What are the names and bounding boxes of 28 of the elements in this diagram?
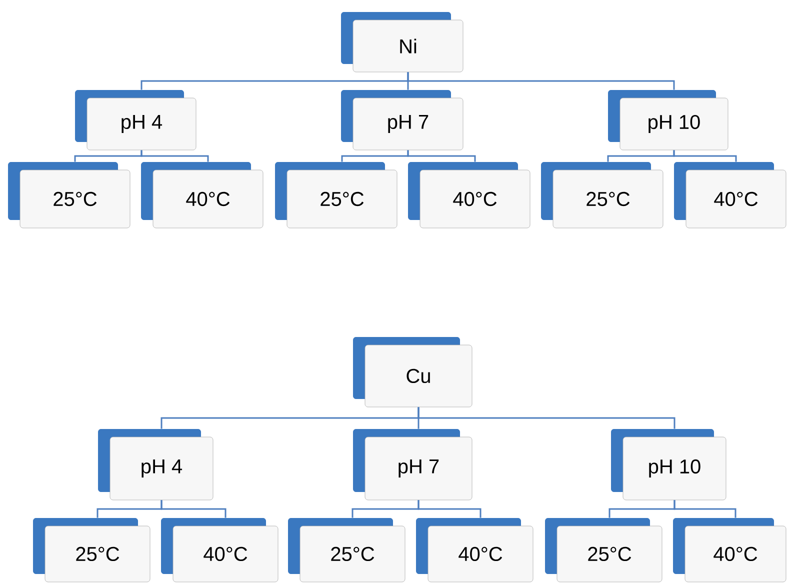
box: 25°C bbox=[288, 518, 406, 582]
box: pH 4 bbox=[75, 90, 196, 150]
box: pH 4 bbox=[98, 429, 214, 500]
box: 40°C bbox=[674, 162, 786, 228]
box: Ni bbox=[341, 12, 464, 72]
connector bbox=[674, 500, 736, 518]
box: 40°C bbox=[408, 162, 530, 228]
box: pH 10 bbox=[608, 90, 728, 150]
connector bbox=[160, 500, 226, 518]
box: pH 7 bbox=[353, 429, 472, 500]
connector bbox=[418, 407, 676, 429]
box: pH 7 bbox=[341, 90, 464, 150]
box: 40°C bbox=[161, 518, 278, 582]
connector bbox=[407, 72, 675, 90]
box: 25°C bbox=[545, 518, 662, 582]
box: 40°C bbox=[416, 518, 534, 582]
box: 40°C bbox=[673, 518, 786, 582]
connector bbox=[673, 150, 737, 162]
connector bbox=[407, 150, 476, 162]
box: pH 10 bbox=[611, 429, 726, 500]
box: Cu bbox=[353, 336, 472, 408]
connector bbox=[140, 150, 209, 162]
connector bbox=[418, 500, 482, 518]
box: 25°C bbox=[8, 162, 130, 228]
box: 25°C bbox=[33, 518, 150, 582]
box: 40°C bbox=[141, 162, 264, 228]
box: 25°C bbox=[275, 162, 398, 228]
box: 25°C bbox=[541, 162, 664, 228]
